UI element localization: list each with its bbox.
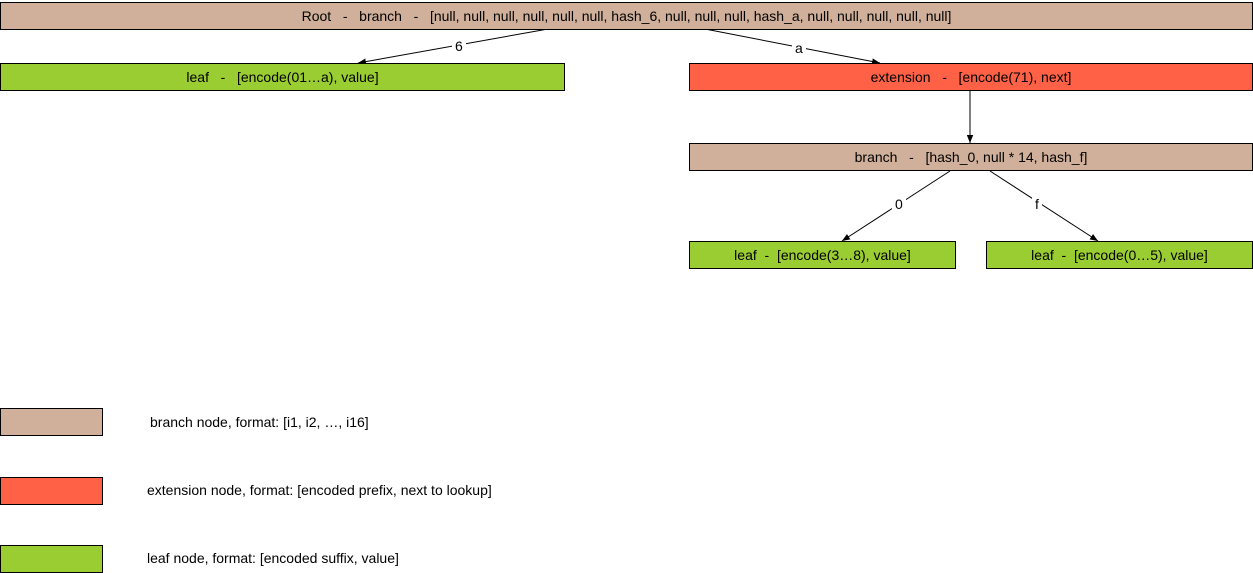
legend-extension-label: extension node, format: [encoded prefix,… (147, 482, 492, 498)
edge-branch-to-leaf-f (989, 170, 1099, 242)
edge-label-f: f (1032, 196, 1042, 212)
branch-node: branch - [hash_0, null * 14, hash_f] (689, 143, 1253, 171)
legend-branch-swatch (0, 408, 103, 436)
leaf-node-f: leaf - [encode(0…5), value] (986, 241, 1253, 269)
legend-leaf-label: leaf node, format: [encoded suffix, valu… (147, 550, 399, 566)
edge-label-0: 0 (892, 196, 906, 212)
leaf-node-0: leaf - [encode(3…8), value] (689, 241, 956, 269)
edge-label-6: 6 (452, 38, 466, 54)
legend-branch-label: branch node, format: [i1, i2, …, i16] (150, 414, 369, 430)
root-branch-node: Root - branch - [null, null, null, null,… (0, 2, 1253, 30)
edge-label-a: a (792, 40, 806, 56)
extension-node: extension - [encode(71), next] (689, 63, 1253, 91)
legend-leaf-swatch (0, 545, 103, 573)
legend-extension-swatch (0, 477, 103, 505)
leaf-node-6: leaf - [encode(01…a), value] (0, 63, 565, 91)
